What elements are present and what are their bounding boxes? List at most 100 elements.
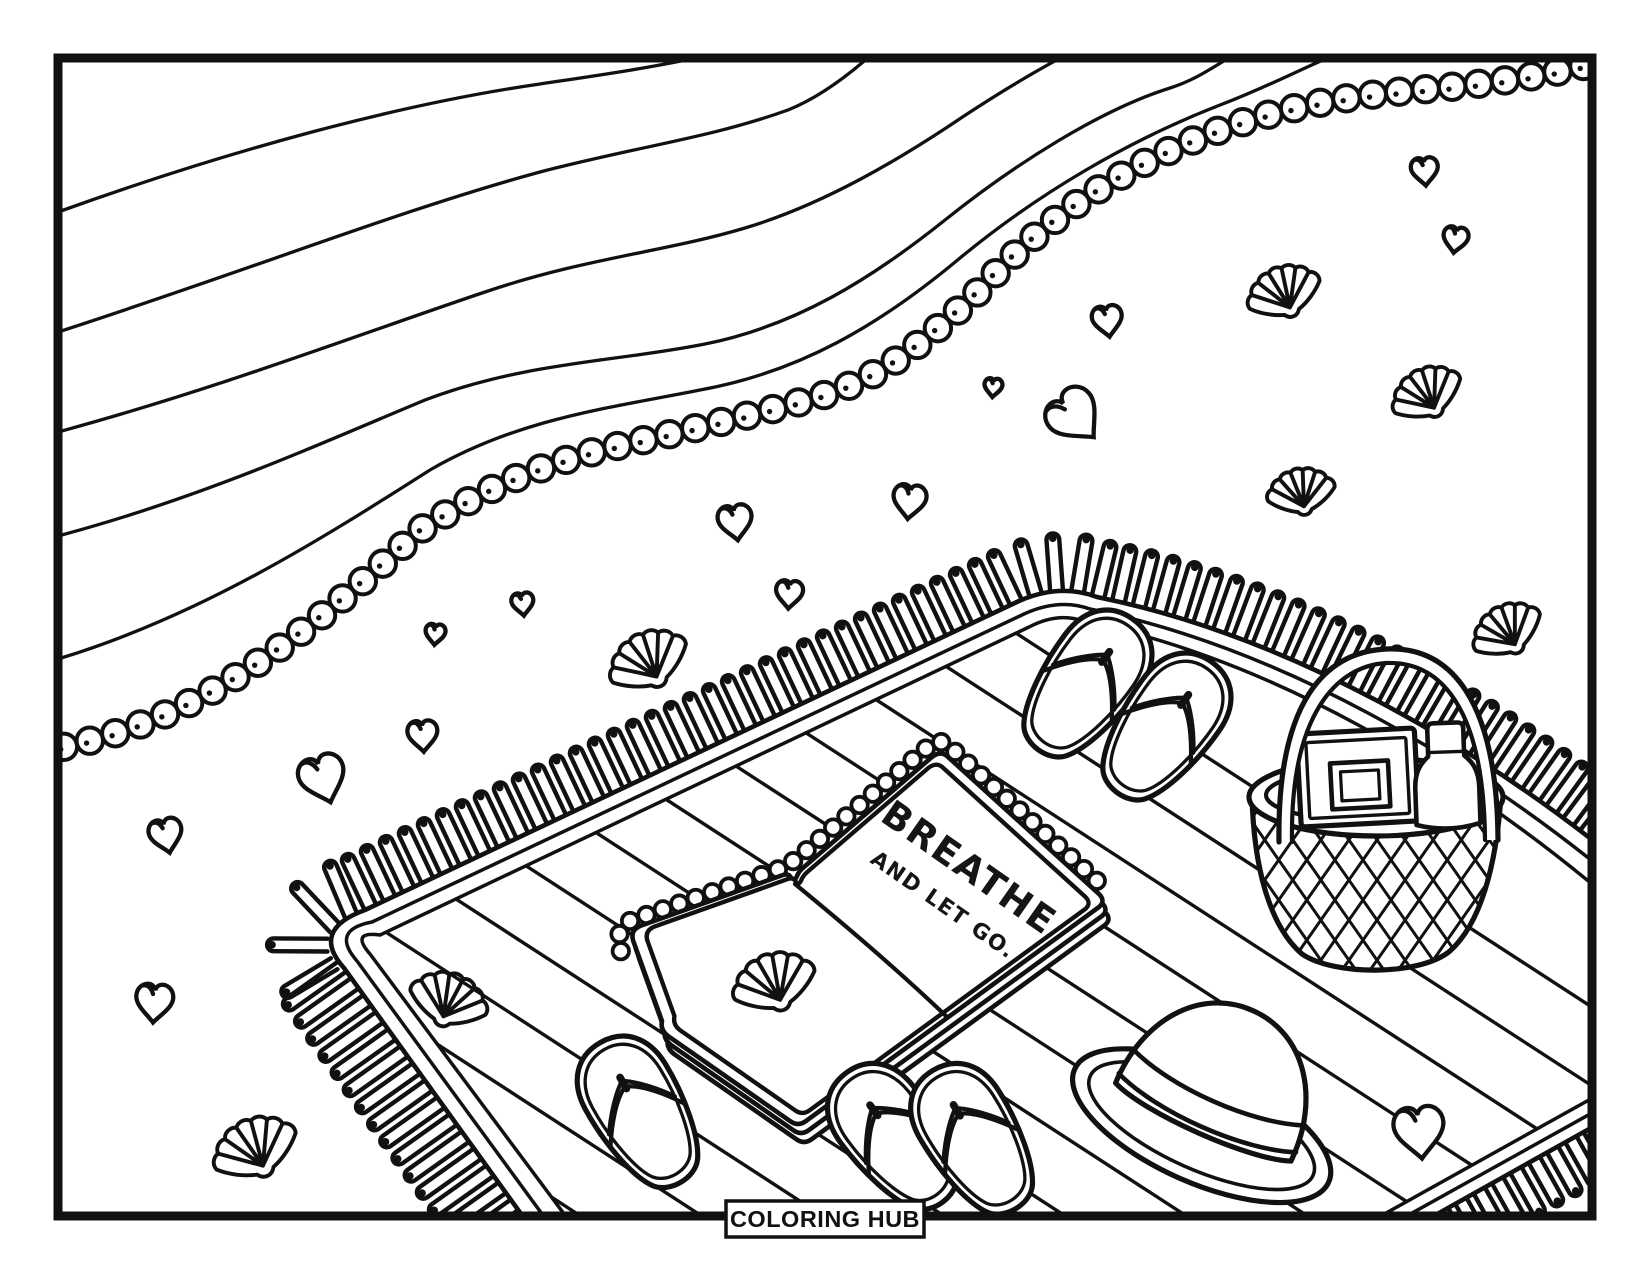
shoreline-bead: [1463, 68, 1494, 99]
fringe-loop-tip: [1578, 763, 1586, 771]
fringe-loop-tip: [393, 1155, 402, 1163]
fringe-loop: [366, 1078, 435, 1133]
page-bobble: [970, 765, 992, 786]
book-spine-fold: [792, 881, 949, 1019]
fringe-loop: [414, 1146, 484, 1201]
fringe-loop: [434, 807, 475, 870]
bead-dot: [1211, 130, 1218, 136]
fringe-loop-tip: [1082, 535, 1091, 544]
fringe-loop: [966, 556, 1007, 620]
fringe-loop-tip: [514, 774, 523, 783]
bead-dot: [183, 702, 189, 709]
fringe-loop: [1170, 560, 1203, 625]
fringe-loop: [358, 842, 399, 906]
fringe-loop-tip: [457, 801, 466, 810]
fringe-loop: [1268, 597, 1307, 661]
fringe-loop-tip: [1553, 1197, 1562, 1205]
fringe-loop: [1229, 581, 1266, 645]
lattice-line: [1252, 788, 1501, 971]
fringe-loop: [1345, 634, 1387, 697]
shoreline-bead: [1202, 115, 1233, 147]
shoreline-bead: [500, 462, 532, 494]
bead-dot: [818, 394, 824, 401]
fringe-loop-tip: [704, 685, 713, 694]
fringe-loop-tip: [320, 1052, 329, 1061]
shoreline-bead: [783, 387, 814, 418]
fringe-loop: [890, 592, 931, 656]
fringe-loop: [529, 762, 570, 825]
shoreline-bead: [327, 583, 358, 614]
shoreline-bead: [980, 257, 1011, 289]
brand-badge-box: [724, 1199, 926, 1239]
shoreline-bead: [1410, 73, 1441, 105]
fringe-loop-tip: [1488, 702, 1496, 710]
fringe-loop: [1190, 566, 1224, 631]
fringe-loop: [776, 646, 817, 709]
page-bobble: [931, 732, 952, 753]
shoreline-bead: [962, 277, 993, 308]
page-bobble: [958, 753, 979, 774]
shoreline-bead: [680, 412, 711, 444]
fringe-loop: [947, 565, 988, 629]
shoreline-bead: [1331, 83, 1362, 114]
fringe-loop: [1490, 722, 1537, 782]
fringe-loop: [1542, 759, 1588, 818]
shoreline-bead: [430, 499, 461, 530]
shoreline-bead: [1253, 99, 1284, 130]
shoreline-bead: [220, 661, 251, 693]
fringe-loop-tip: [1274, 592, 1283, 601]
shoreline-bead: [1039, 204, 1071, 236]
shoreline-bead: [808, 379, 840, 411]
bead-dot: [611, 445, 618, 452]
shoreline-bead: [100, 718, 131, 749]
shoreline-bead: [149, 699, 181, 730]
shoreline-bead: [264, 632, 295, 663]
fringe-loop: [1525, 1152, 1566, 1209]
bead-dot: [585, 452, 592, 458]
bead-dot: [1115, 175, 1121, 181]
fringe-loop: [402, 1129, 471, 1184]
shoreline-bead: [1304, 87, 1336, 118]
bead-dot: [867, 373, 873, 380]
shoreline-bead: [1436, 71, 1468, 102]
bead-dot: [510, 477, 516, 484]
fringe-loop-tip: [1524, 725, 1533, 734]
lattice-line: [1252, 788, 1501, 971]
fringe-loop-tip: [284, 1001, 292, 1009]
fringe-loop-tip: [282, 988, 291, 997]
fringe-loop-tip: [742, 667, 751, 676]
page-bobble: [862, 783, 883, 804]
open-book: BREATHE AND LET GO.: [609, 732, 1111, 1145]
bead-dot: [416, 528, 423, 534]
shoreline-bead: [857, 359, 889, 390]
fringe-loop-tip: [590, 739, 599, 747]
lattice-line: [1252, 788, 1501, 971]
lattice-line: [1252, 788, 1501, 971]
shoreline-bead: [1516, 62, 1547, 92]
shoreline-bead: [173, 687, 205, 719]
fringe-loop: [567, 744, 608, 807]
lattice-line: [1252, 788, 1501, 971]
bead-dot: [535, 468, 541, 474]
fringe-loop-tip: [628, 721, 637, 729]
fringe-loop-tip: [1334, 618, 1343, 627]
bead-dot: [1419, 88, 1426, 95]
fringe-loop-tip: [894, 596, 903, 604]
page-bobble: [1060, 847, 1082, 868]
fringe-loop-tip: [1294, 600, 1303, 609]
shoreline-bead: [1106, 160, 1137, 191]
shoreline-bead: [407, 513, 438, 544]
bead-dot: [715, 421, 721, 428]
fringe-loop: [662, 699, 703, 763]
shoreline-bead: [757, 393, 788, 425]
bottle-in-basket: [1412, 720, 1483, 831]
bead-dot: [1499, 80, 1505, 86]
bead-dot: [336, 598, 343, 604]
fringe-loop-tip: [1126, 546, 1134, 554]
fringe-loop: [1150, 553, 1182, 619]
bead-dot: [462, 500, 468, 507]
fringe-loop-tip: [1354, 628, 1363, 636]
fringe-loop-tip: [761, 658, 770, 667]
fringe-loop: [1210, 573, 1245, 638]
shoreline-bead: [1083, 174, 1114, 205]
